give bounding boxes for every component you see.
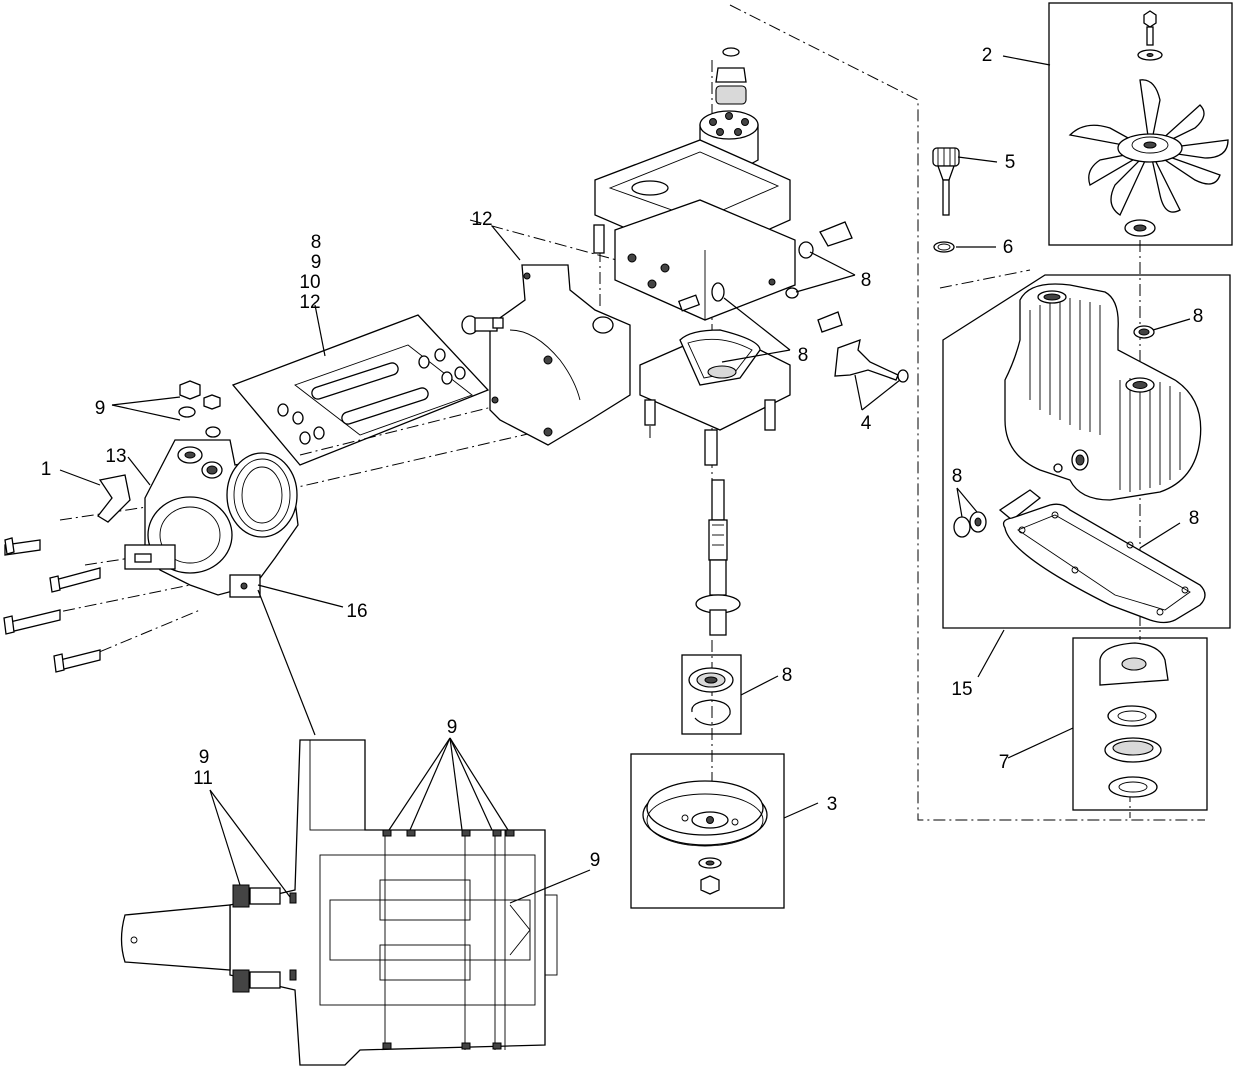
pulley-nut-icon [700,875,720,895]
callout-9-section-left: 9 [199,747,210,768]
thrust-washer-bottom-icon [1108,776,1158,798]
snap-ring-icon [691,699,731,726]
input-shaft-icon [695,479,741,636]
bearing-box [681,654,742,735]
axle-housing-icon [144,439,299,598]
callout-8-charge: 8 [798,345,809,366]
cover-gasket-icon [1002,503,1206,624]
callout-8-stack: 8 [311,232,322,253]
thrust-bearing-box [1072,637,1208,811]
mounting-bolt-icon [9,609,61,633]
thrust-washer-top-icon [1107,705,1157,727]
bleed-fitting-icon [179,380,201,400]
section-bearing-icon [232,969,250,993]
callout-12: 12 [471,209,492,230]
bolt-icon [593,224,605,254]
fitting-o-ring-icon [178,406,196,418]
charge-housing-assembly [639,329,791,466]
callout-10-stack: 10 [299,272,320,293]
callout-11-section-left: 11 [193,768,213,789]
pulley-icon [642,780,768,847]
callout-9-section-right: 9 [590,850,601,871]
callout-9-section-top: 9 [447,717,458,738]
brake-arm-icon [834,338,909,383]
callout-6: 6 [1003,237,1014,258]
section-seal-markers [232,829,515,1050]
output-shaft-icon [124,544,176,570]
housing-bolt-icon [461,315,504,335]
section-shaft-icon [120,904,231,971]
housing-cover-icon [1004,283,1202,501]
callout-8-bearing: 8 [782,665,793,686]
cross-section-view [120,739,558,1066]
mounting-bolt-icon [59,649,101,671]
plug-icon [203,394,221,410]
callout-labels: 1 2 3 4 5 6 7 8 9 10 12 8 8 8 8 8 8 9 9 … [41,45,1204,871]
seal-ring-icon [933,241,955,253]
o-ring-icon [798,241,814,259]
callout-13: 13 [105,446,126,467]
spring-cap-icon [715,67,747,83]
callout-7: 7 [999,752,1010,773]
cover-box [942,274,1231,629]
mounting-bolt-icon [54,567,101,591]
check-valve-icon [311,362,429,425]
fill-cap-assembly [932,147,960,253]
valve-fitting-icon [817,311,843,333]
center-section-assembly [593,47,853,333]
fan-box [1048,2,1233,246]
callout-8-gasket: 8 [1189,508,1200,529]
callout-12-stack: 12 [299,292,320,313]
callout-9-housing: 9 [95,398,106,419]
callout-1: 1 [41,459,52,480]
callout-4: 4 [861,413,872,434]
dipstick-icon [942,179,950,216]
callout-2: 2 [982,45,993,66]
o-ring-set-icon [277,348,466,445]
housing-fitting-icons [178,380,221,438]
seal-kit-box [231,314,490,466]
callout-16: 16 [346,601,367,622]
leader-lines [59,55,1191,904]
retaining-ring-icon [722,47,740,57]
section-bearing-icon [232,884,250,908]
fan-bolt-icon [1143,10,1157,28]
mounting-bolts [3,537,101,673]
cover-arm-icon [998,489,1042,521]
callout-3: 3 [827,794,838,815]
pump-cylinder-block-icon [699,110,759,170]
callout-5: 5 [1005,152,1016,173]
callout-15: 15 [951,679,972,700]
cooling-fan-icon [1068,79,1229,216]
relief-valve-icon [819,221,853,247]
pulley-box [630,753,785,909]
callout-8-cover-seals: 8 [952,466,963,487]
callout-9-stack: 9 [311,252,322,273]
callout-8-cover-plug: 8 [1193,306,1204,327]
seal-ring-a-icon [953,516,971,538]
bracket-icon [97,474,131,523]
callout-8-valve: 8 [861,270,872,291]
motor-housing-icon [489,264,631,446]
